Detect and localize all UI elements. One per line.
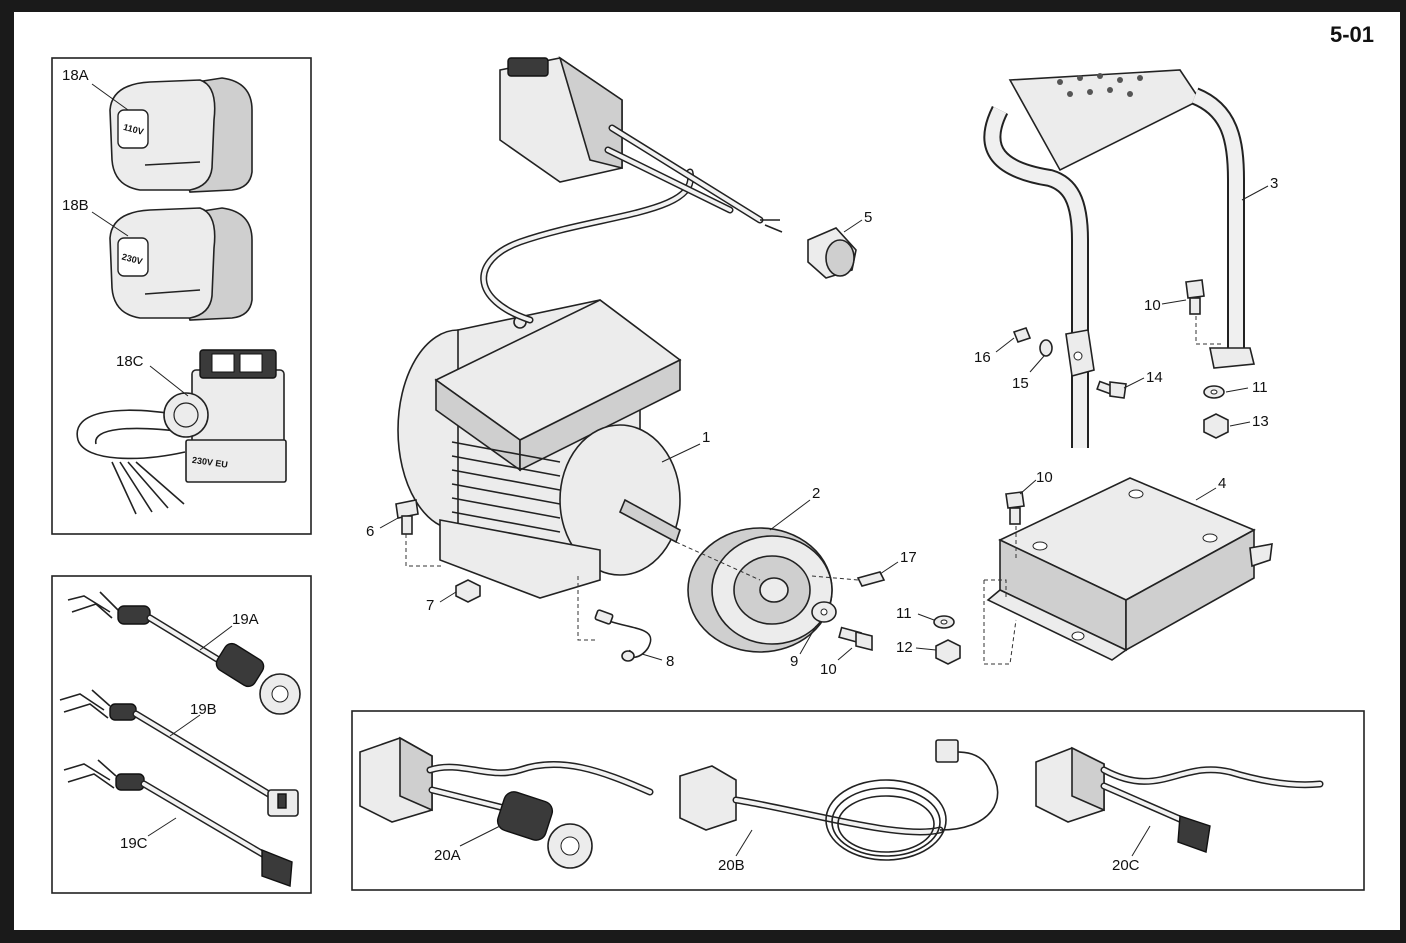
bolt-10-base [983, 491, 1025, 665]
callout-13: 13 [1252, 413, 1269, 430]
callout-6: 6 [366, 523, 374, 540]
key-17 [811, 571, 886, 587]
callout-10-frame: 10 [1144, 297, 1161, 314]
callout-10-pulley: 10 [820, 661, 837, 678]
switch-18c: 230V EU [76, 349, 287, 515]
switch-18a: 110V [109, 77, 253, 193]
motor-1 [397, 299, 682, 599]
callout-19c: 19C [120, 835, 148, 852]
callout-14: 14 [1146, 369, 1163, 386]
washer-11-frame [1203, 385, 1225, 399]
cord-19b [59, 689, 299, 817]
callout-15: 15 [1012, 375, 1029, 392]
callout-12: 12 [896, 639, 913, 656]
ground-wire-8 [577, 576, 652, 662]
callout-labels: 18A 18B 18C 19A 19B 19C 1 2 3 4 5 6 7 8 … [62, 67, 1278, 874]
cable-assembly-20b [679, 739, 999, 861]
callout-17: 17 [900, 549, 917, 566]
callout-19b: 19B [190, 701, 217, 718]
voltage-tag-18c: 230V EU [191, 455, 228, 470]
bolt-10-frame [1185, 279, 1222, 345]
motor-control-box [480, 56, 783, 324]
bolt-14 [1096, 380, 1127, 399]
bolt-6 [395, 499, 444, 567]
callout-16: 16 [974, 349, 991, 366]
washer-11-base [933, 615, 955, 629]
switch-18b: 230V [109, 207, 253, 321]
nut-13 [1203, 413, 1229, 439]
cable-gland-5 [807, 227, 857, 279]
callout-20c: 20C [1112, 857, 1140, 874]
pulley-2 [675, 527, 833, 653]
inset-box-20 [351, 710, 1365, 891]
cable-assembly-20c [1035, 746, 1324, 853]
callout-11-frame: 11 [1252, 379, 1268, 396]
bolt-10-pulley [838, 626, 873, 652]
leader-lines [91, 83, 1269, 857]
cable-assembly-20a [359, 736, 654, 869]
callout-20a: 20A [434, 847, 461, 864]
callout-2: 2 [812, 485, 820, 502]
callout-5: 5 [864, 209, 872, 226]
callout-9: 9 [790, 653, 798, 670]
inset-box-19 [51, 575, 312, 894]
washer-9 [811, 601, 837, 623]
callout-19a: 19A [232, 611, 259, 628]
callout-1: 1 [702, 429, 710, 446]
nut-12 [935, 639, 961, 665]
callout-8: 8 [666, 653, 674, 670]
handle-frame-3 [983, 69, 1256, 448]
callout-7: 7 [426, 597, 434, 614]
callout-3: 3 [1270, 175, 1278, 192]
nut-16 [1012, 327, 1032, 343]
cord-19a [67, 591, 301, 715]
callout-18b: 18B [62, 197, 89, 214]
base-plate-4 [986, 477, 1273, 661]
callout-11-base: 11 [896, 605, 912, 622]
callout-18c: 18C [116, 353, 144, 370]
callout-20b: 20B [718, 857, 745, 874]
nut-7 [455, 579, 481, 603]
callout-10-base: 10 [1036, 469, 1053, 486]
inset-box-18 [51, 57, 312, 535]
washer-15 [1039, 339, 1053, 357]
page-id: 5-01 [1330, 22, 1374, 47]
cord-19c [63, 759, 293, 887]
callout-18a: 18A [62, 67, 89, 84]
callout-4: 4 [1218, 475, 1226, 492]
